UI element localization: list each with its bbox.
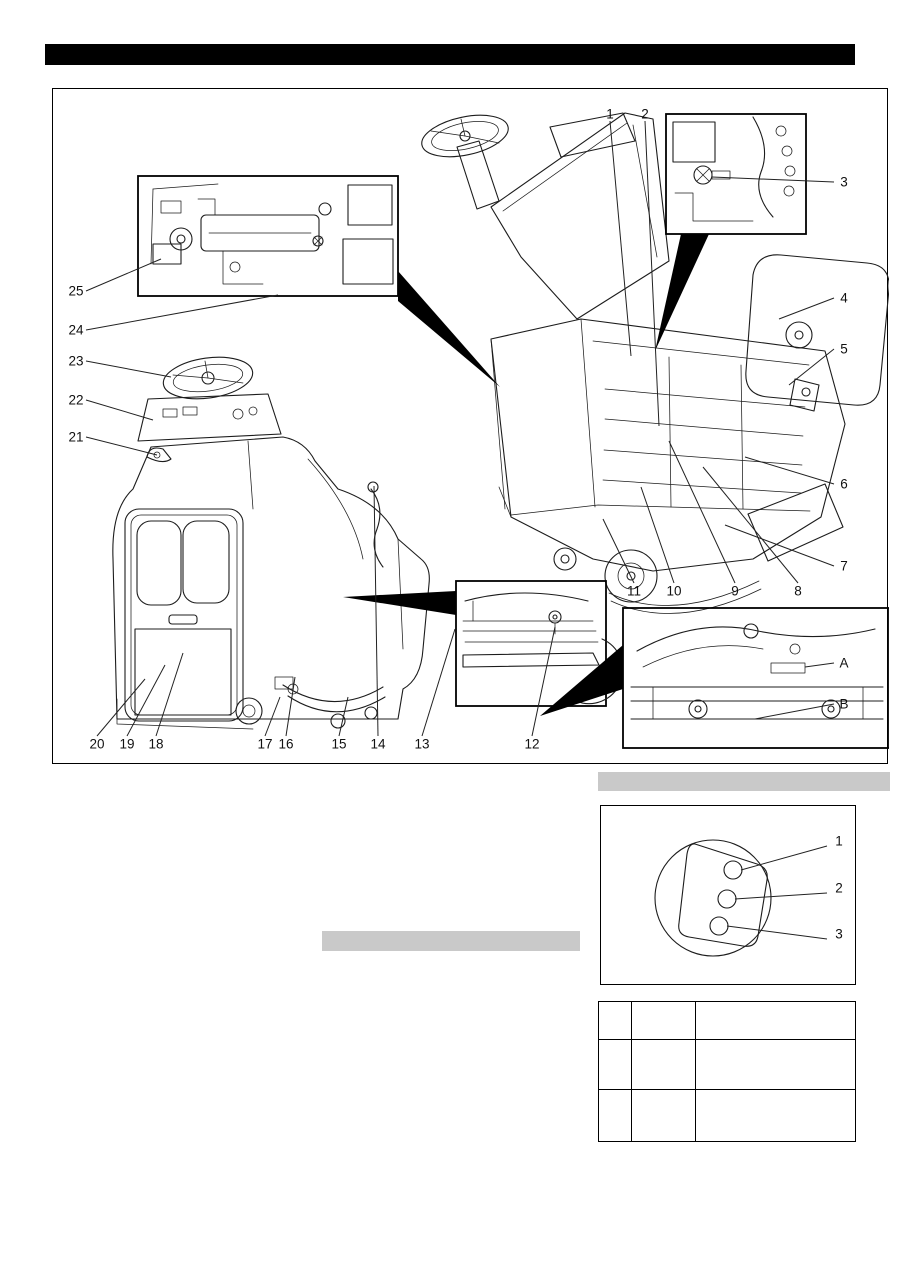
callout-6: 6 [840, 476, 848, 492]
machine-upper-view [421, 112, 889, 614]
table-cell [695, 1001, 856, 1040]
callout-13: 13 [414, 736, 430, 752]
table-cell [631, 1089, 696, 1142]
callout-5: 5 [840, 341, 848, 357]
callout-20: 20 [89, 736, 105, 752]
callout-10: 10 [666, 583, 682, 599]
key-callout-2: 2 [835, 880, 843, 896]
table-cell [695, 1039, 856, 1090]
inset-left-detail [137, 175, 399, 297]
callout-leader-lines [85, 120, 835, 737]
callout-24: 24 [68, 322, 84, 338]
inset-squeegee-detail [455, 580, 624, 707]
page-header-bar [45, 44, 855, 65]
inset-side-detail [622, 607, 889, 749]
callout-17: 17 [257, 736, 273, 752]
callout-3: 3 [840, 174, 848, 190]
section-title-bar-middle [322, 931, 580, 951]
callout-7: 7 [840, 558, 848, 574]
callout-8: 8 [794, 583, 802, 599]
machine-overview-figure: 1 2 3 4 5 6 7 8 9 10 11 12 13 14 15 16 1… [52, 88, 889, 764]
callout-16: 16 [278, 736, 294, 752]
table-row [598, 1001, 856, 1040]
callout-12: 12 [524, 736, 540, 752]
table-row [598, 1089, 856, 1142]
callout-22: 22 [68, 392, 84, 408]
key-switch-figure: 1 2 3 [600, 805, 856, 985]
table-cell [631, 1001, 696, 1040]
callout-11: 11 [626, 583, 642, 599]
table-cell [598, 1039, 632, 1090]
callout-9: 9 [731, 583, 739, 599]
spec-table [598, 1001, 856, 1142]
machine-lower-view [112, 356, 430, 730]
inset-topright-detail [665, 113, 807, 235]
section-title-bar-right [598, 772, 890, 791]
table-cell [598, 1089, 632, 1142]
key-callout-3: 3 [835, 926, 843, 942]
table-row [598, 1039, 856, 1090]
callout-25: 25 [68, 283, 84, 299]
pointer-wedges [343, 234, 709, 716]
key-callout-1: 1 [835, 833, 843, 849]
callout-A: A [839, 655, 849, 671]
callout-14: 14 [370, 736, 386, 752]
callout-15: 15 [331, 736, 347, 752]
callout-18: 18 [148, 736, 164, 752]
callout-4: 4 [840, 290, 848, 306]
callout-23: 23 [68, 353, 84, 369]
machine-line-art [85, 112, 889, 749]
callout-2: 2 [641, 106, 649, 122]
callout-B: B [839, 696, 849, 712]
callout-19: 19 [119, 736, 135, 752]
table-cell [631, 1039, 696, 1090]
table-cell [695, 1089, 856, 1142]
callout-21: 21 [68, 429, 84, 445]
table-cell [598, 1001, 632, 1040]
key-switch-line-art [654, 839, 828, 957]
callout-1: 1 [606, 106, 614, 122]
